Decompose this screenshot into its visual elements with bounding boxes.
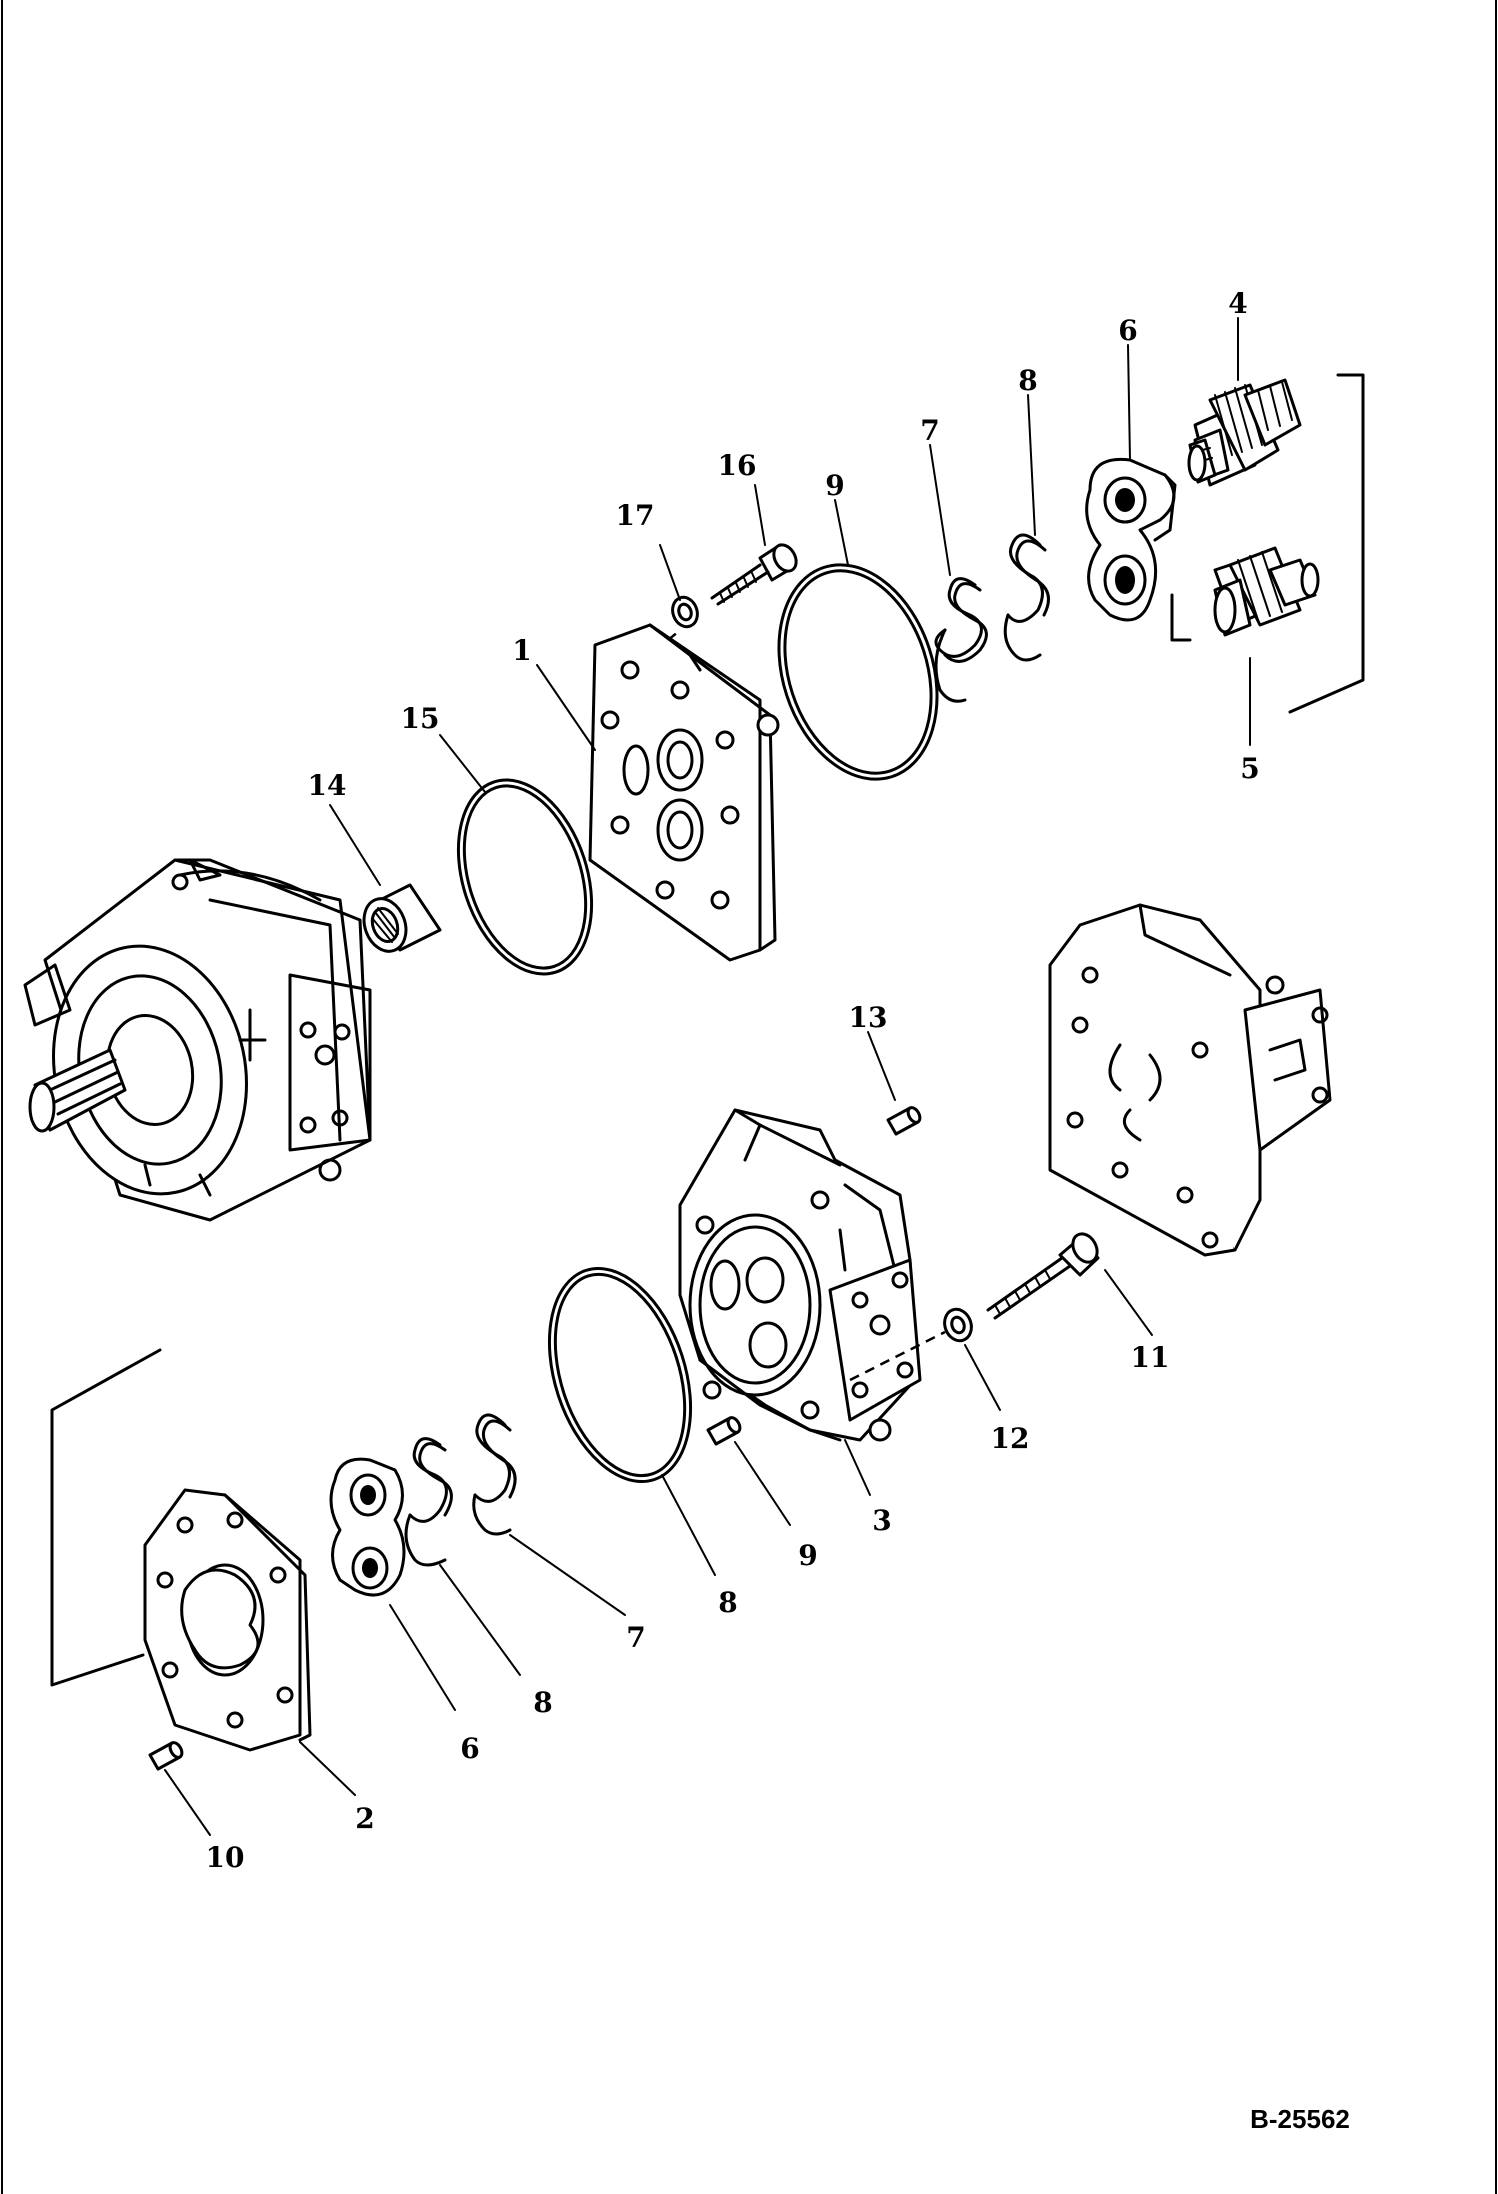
callout-10-lower: 10	[206, 1841, 245, 1874]
part-3-gear-case	[678, 1108, 922, 1442]
callout-6-upper: 6	[1118, 314, 1137, 347]
dashed-alignment-17-1	[667, 631, 679, 641]
callout-1: 1	[512, 634, 531, 667]
callout-12: 12	[991, 1422, 1030, 1455]
callout-5: 5	[1240, 752, 1259, 785]
part-5-driven-gear	[1213, 546, 1320, 637]
part-7-seal-lower	[472, 1413, 517, 1536]
callout-6-lower: 6	[460, 1732, 479, 1765]
pump-body-right	[1048, 903, 1332, 1257]
part-11-bolt	[986, 1232, 1100, 1320]
bracket-cover-set	[50, 1348, 162, 1687]
part-8-seal-lower	[404, 1437, 453, 1567]
part-14-bearing	[362, 883, 442, 953]
part-15-o-ring	[456, 778, 594, 976]
part-17-washer	[671, 595, 699, 629]
callout-7-lower: 7	[626, 1621, 645, 1654]
part-8-seal-upper	[1003, 533, 1050, 662]
callout-3: 3	[872, 1504, 891, 1537]
callout-10-upper: 9	[798, 1539, 817, 1572]
part-9-o-ring-upper	[777, 563, 939, 781]
leader-lines	[164, 317, 1251, 1836]
part-10-dowel-pin-lower	[148, 1741, 184, 1771]
pump-main-body-left	[23, 858, 372, 1222]
callout-2: 2	[355, 1802, 374, 1835]
part-13-dowel-pin	[886, 1106, 922, 1136]
part-16-bolt	[710, 543, 798, 606]
callout-labels: 4 6 8 7 9 16 17 1 15 14 5 13 11 12 3 9 8…	[206, 287, 1260, 1874]
part-4-drive-gear	[1187, 378, 1302, 487]
callout-17: 17	[616, 499, 655, 532]
dashed-alignment-3-12	[849, 1330, 946, 1382]
callout-9-upper: 9	[825, 469, 844, 502]
callout-8-upper: 8	[1018, 364, 1037, 397]
part-6-bushing-lower	[329, 1457, 406, 1597]
drawing-number: B-25562	[1250, 2104, 1350, 2134]
callout-13: 13	[849, 1001, 888, 1034]
callout-9-lower: 8	[718, 1586, 737, 1619]
callout-8-lower: 8	[533, 1686, 552, 1719]
bracket-gear-set	[1288, 373, 1365, 714]
callout-4: 4	[1228, 287, 1247, 320]
callout-14: 14	[308, 769, 347, 802]
part-1-cover-plate	[588, 623, 780, 962]
callout-15: 15	[401, 702, 440, 735]
part-2-cover	[143, 1488, 312, 1752]
bracket-bushing	[1170, 593, 1192, 642]
callout-11: 11	[1131, 1341, 1170, 1374]
part-12-washer	[943, 1307, 973, 1343]
part-6-bushing-upper	[1085, 457, 1177, 622]
part-9-o-ring-lower	[547, 1266, 693, 1484]
callout-16: 16	[718, 449, 757, 482]
part-10-dowel-pin-upper	[706, 1416, 742, 1446]
callout-7-upper: 7	[920, 414, 939, 447]
part-7-seal-upper	[934, 577, 988, 703]
